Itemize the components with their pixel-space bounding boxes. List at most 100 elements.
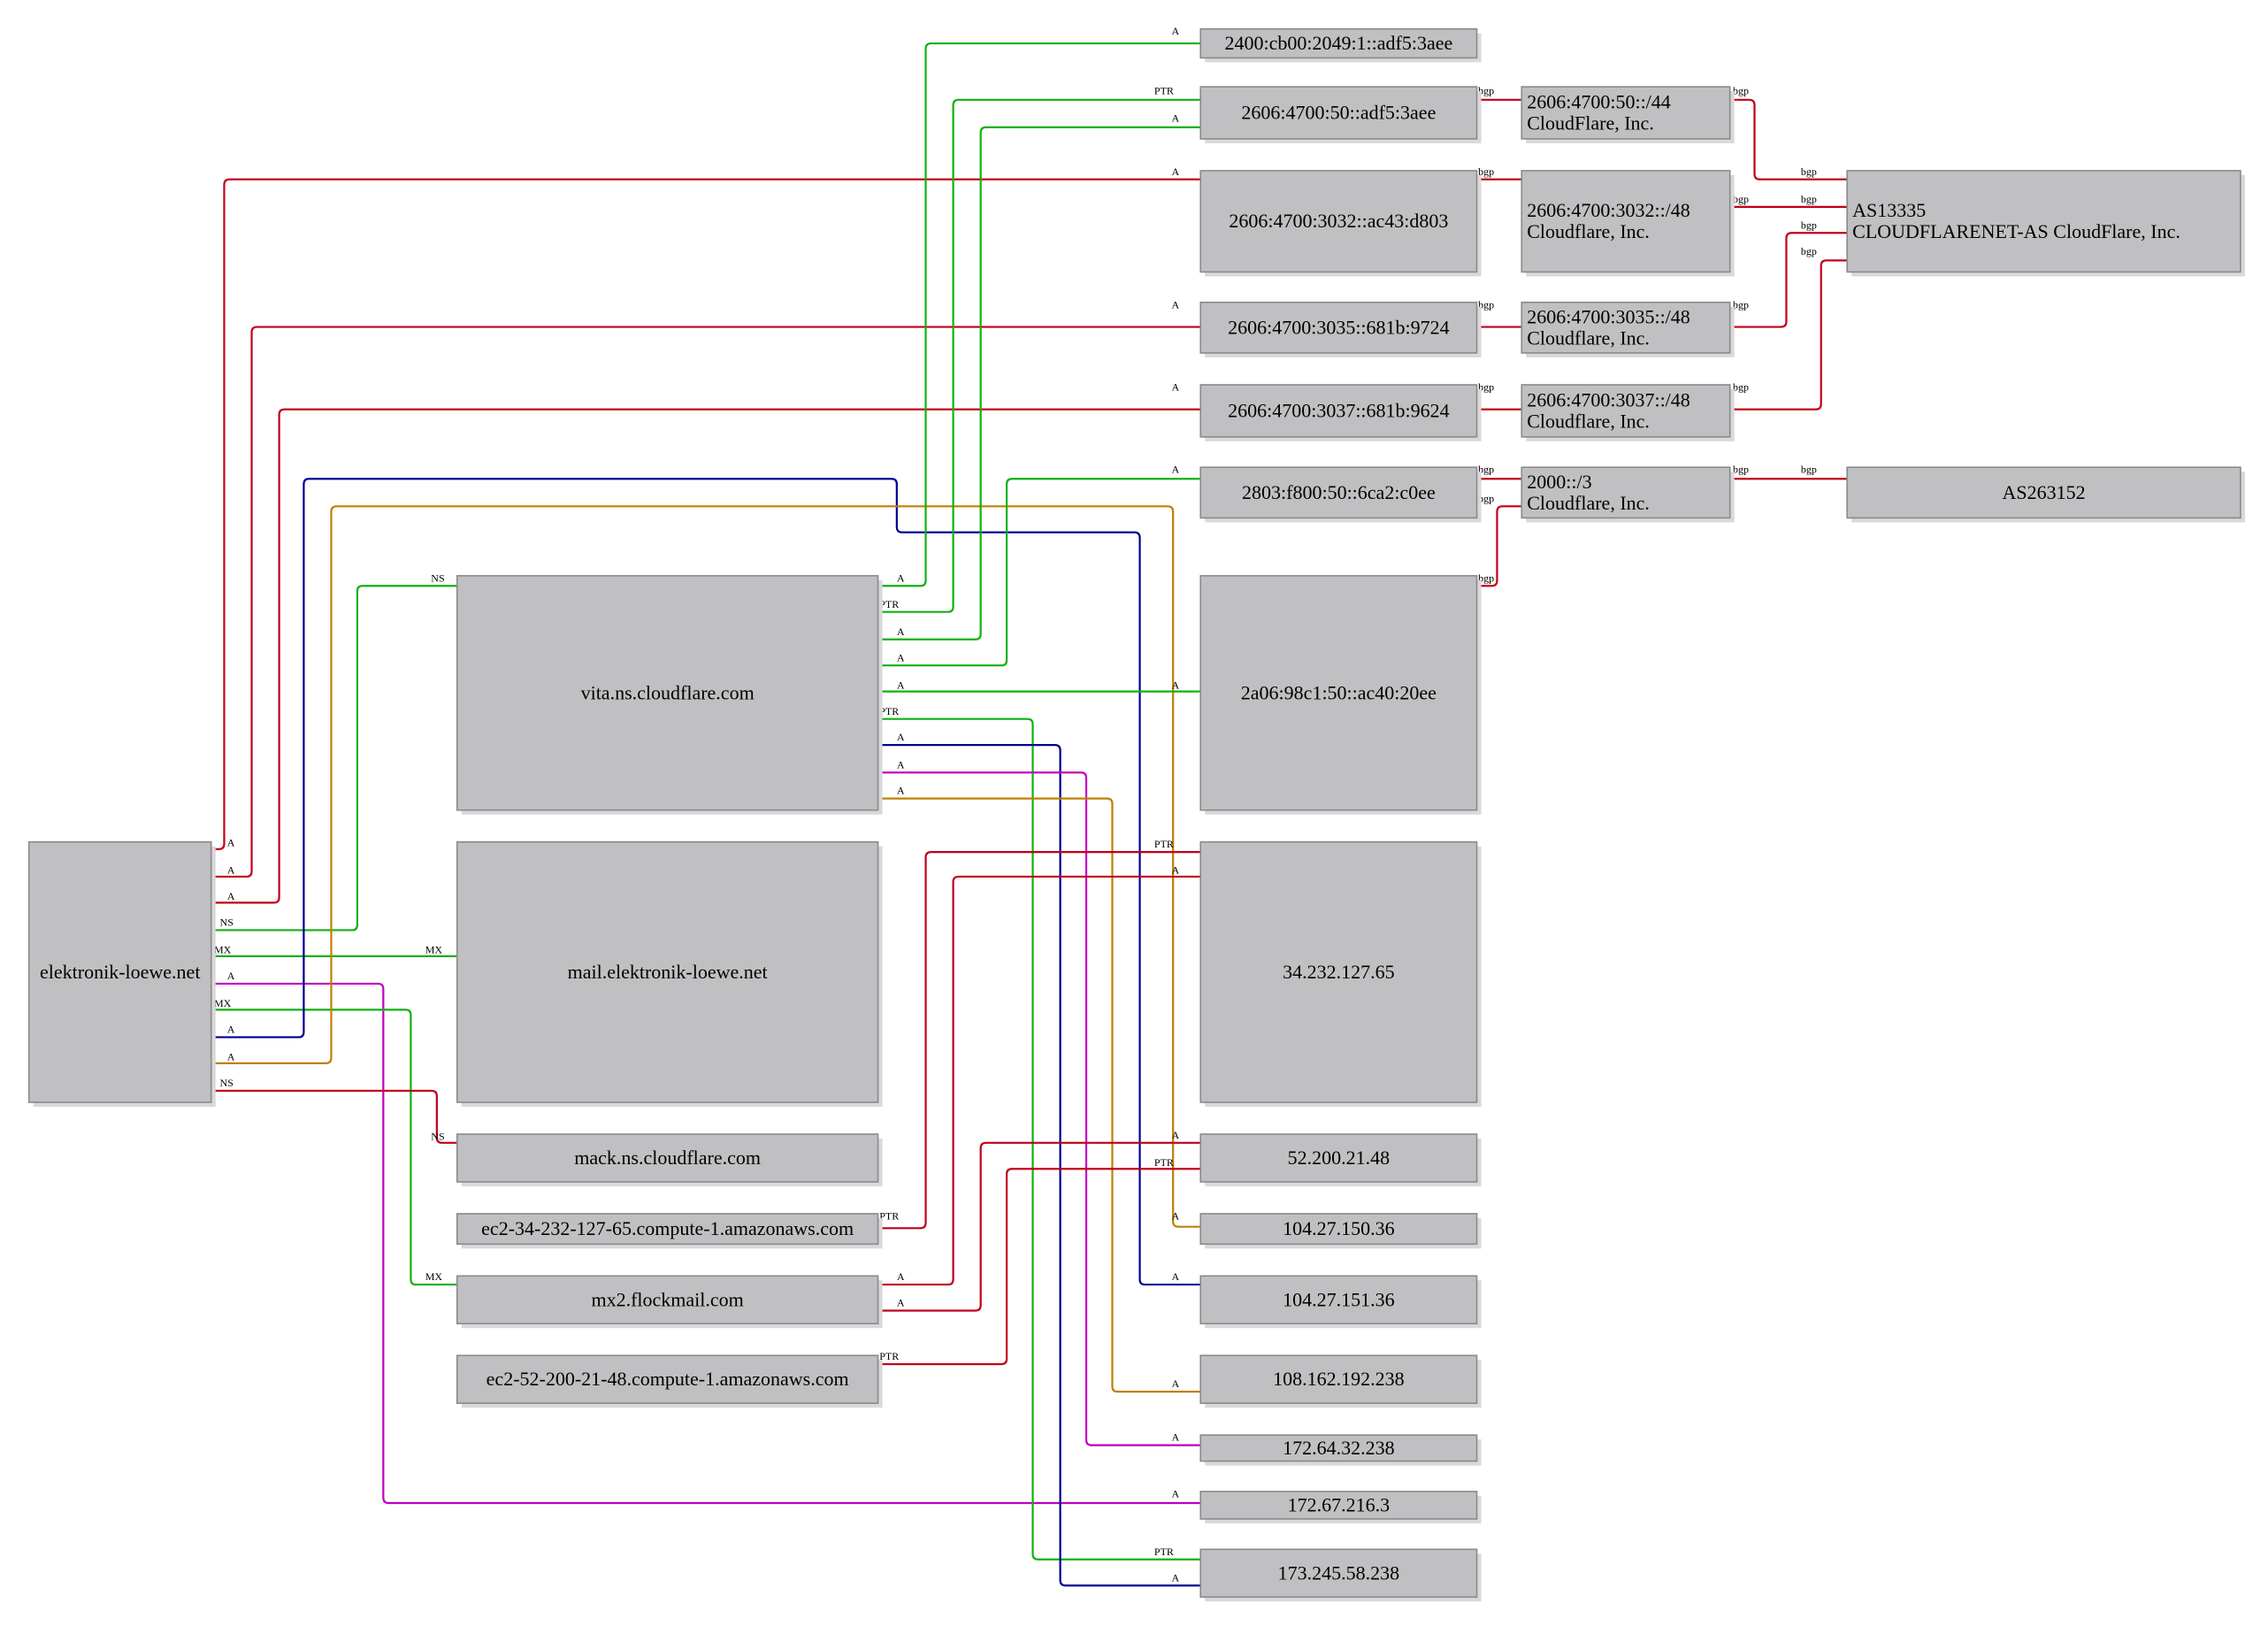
node-box xyxy=(1521,170,1731,273)
node-label: mack.ns.cloudflare.com xyxy=(574,1147,761,1169)
edge-label-mx: MX xyxy=(425,1270,443,1283)
edge-label-bgp: bgp xyxy=(1801,219,1817,231)
node-ip4h[interactable]: 173.245.58.238 xyxy=(1199,1548,1482,1602)
node-ip4g[interactable]: 172.67.216.3 xyxy=(1199,1491,1482,1523)
node-box xyxy=(1199,1491,1478,1520)
edge-label-bgp: bgp xyxy=(1478,571,1494,584)
node-mailhost[interactable]: mail.elektronik-loewe.net xyxy=(456,840,883,1108)
node-box xyxy=(1199,301,1478,354)
edge-domain-mx2-mx xyxy=(211,1009,457,1286)
edge-ip6g-pfx5-bgp xyxy=(1476,505,1522,587)
node-label: 52.200.21.48 xyxy=(1288,1147,1391,1169)
edge-label-bgp: bgp xyxy=(1801,165,1817,178)
node-ip4f[interactable]: 172.64.32.238 xyxy=(1199,1434,1482,1466)
edge-label-a: A xyxy=(897,679,905,691)
node-mx2[interactable]: mx2.flockmail.com xyxy=(456,1275,883,1329)
node-label: 2606:4700:3037::681b:9624 xyxy=(1228,399,1450,421)
nodes-layer: elektronik-loewe.net vita.ns.cloudflare.c… xyxy=(27,27,2245,1602)
edge-label-bgp: bgp xyxy=(1478,84,1494,96)
node-label: Cloudflare, Inc. xyxy=(1527,220,1650,242)
edge-domain-ip4g-a xyxy=(211,982,1201,1505)
edge-label-a: A xyxy=(1172,679,1180,691)
node-ip6b[interactable]: 2606:4700:50::adf5:3aee xyxy=(1199,86,1482,143)
node-label: mx2.flockmail.com xyxy=(591,1288,743,1310)
edge-domain-vita-ns xyxy=(211,585,457,932)
node-ip6d[interactable]: 2606:4700:3035::681b:9724 xyxy=(1199,301,1482,357)
edge-label-bgp: bgp xyxy=(1478,165,1494,178)
edge-label-bgp: bgp xyxy=(1801,464,1817,476)
node-label: elektronik-loewe.net xyxy=(40,961,200,983)
edge-label-a: A xyxy=(1172,1377,1180,1390)
edge-domain-ip6e-a xyxy=(211,408,1201,904)
edge-label-bgp: bgp xyxy=(1478,298,1494,311)
node-label: 104.27.150.36 xyxy=(1283,1217,1395,1239)
node-label: 2606:4700:50::/44 xyxy=(1527,91,1671,113)
node-label: Cloudflare, Inc. xyxy=(1527,492,1650,514)
node-box xyxy=(456,575,879,811)
node-ip6a[interactable]: 2400:cb00:2049:1::adf5:3aee xyxy=(1199,27,1482,63)
node-domain[interactable]: elektronik-loewe.net xyxy=(27,840,216,1108)
edge-label-bgp: bgp xyxy=(1733,464,1749,476)
edge-vita-ip4h-ptr xyxy=(877,717,1201,1561)
edge-mx2-ip4b-a xyxy=(877,1141,1201,1312)
edge-label-ptr: PTR xyxy=(1154,1545,1174,1558)
edge-domain-ip4c-a xyxy=(211,505,1201,1228)
node-label: 2803:f800:50::6ca2:c0ee xyxy=(1242,481,1436,503)
node-ip6g[interactable]: 2a06:98c1:50::ac40:20ee xyxy=(1199,575,1482,815)
edge-label-bgp: bgp xyxy=(1801,193,1817,205)
edge-ec2b-ip4b-ptr xyxy=(877,1168,1201,1366)
node-ip4b[interactable]: 52.200.21.48 xyxy=(1199,1133,1482,1186)
node-box xyxy=(1199,840,1478,1103)
node-ip6c[interactable]: 2606:4700:3032::ac43:d803 xyxy=(1199,170,1482,277)
edge-label-a: A xyxy=(897,651,905,663)
node-label: 2606:4700:3032::/48 xyxy=(1527,199,1690,221)
edge-label-ptr: PTR xyxy=(879,705,899,717)
edge-label-a: A xyxy=(897,1270,905,1283)
edge-domain-mack-ns xyxy=(211,1089,457,1144)
edge-label-a: A xyxy=(227,864,235,877)
node-mack[interactable]: mack.ns.cloudflare.com xyxy=(456,1133,883,1186)
node-ec2a[interactable]: ec2-34-232-127-65.compute-1.amazonaws.co… xyxy=(456,1213,883,1249)
edge-label-ns: NS xyxy=(431,1131,444,1143)
edge-pfx3-as1-bgp xyxy=(1729,232,1848,328)
node-label: 2a06:98c1:50::ac40:20ee xyxy=(1241,681,1437,703)
edge-label-a: A xyxy=(1172,1129,1180,1141)
edge-label-a: A xyxy=(1172,1487,1180,1499)
node-label: 2606:4700:3035::681b:9724 xyxy=(1228,316,1450,338)
node-ip6f[interactable]: 2803:f800:50::6ca2:c0ee xyxy=(1199,466,1482,523)
edge-label-ns: NS xyxy=(220,917,234,929)
node-box xyxy=(1521,384,1731,438)
edge-label-a: A xyxy=(1172,298,1180,311)
edge-label-a: A xyxy=(227,970,235,982)
node-vita[interactable]: vita.ns.cloudflare.com xyxy=(456,575,883,815)
edge-ec2a-ip4a-ptr xyxy=(877,851,1201,1230)
edge-vita-ip4h-a xyxy=(877,744,1201,1587)
edge-label-bgp: bgp xyxy=(1733,84,1749,96)
edge-vita-ip4f-a xyxy=(877,771,1201,1446)
edge-label-a: A xyxy=(897,731,905,743)
node-ip4e[interactable]: 108.162.192.238 xyxy=(1199,1354,1482,1408)
edge-label-a: A xyxy=(1172,464,1180,476)
node-label: 2606:4700:3037::/48 xyxy=(1527,388,1690,410)
node-ip4a[interactable]: 34.232.127.65 xyxy=(1199,840,1482,1108)
node-box xyxy=(1199,170,1478,273)
node-as2[interactable]: AS263152 xyxy=(1846,466,2245,523)
node-ip4c[interactable]: 104.27.150.36 xyxy=(1199,1213,1482,1249)
node-ip4d[interactable]: 104.27.151.36 xyxy=(1199,1275,1482,1329)
node-box xyxy=(1521,466,1731,519)
edge-mx2-ip4a-a xyxy=(877,875,1201,1286)
node-label: 2606:4700:3035::/48 xyxy=(1527,305,1690,327)
node-ec2b[interactable]: ec2-52-200-21-48.compute-1.amazonaws.com xyxy=(456,1354,883,1408)
edge-label-a: A xyxy=(1172,864,1180,877)
node-ip6e[interactable]: 2606:4700:3037::681b:9624 xyxy=(1199,384,1482,441)
edge-vita-ip6b-a xyxy=(877,126,1201,640)
